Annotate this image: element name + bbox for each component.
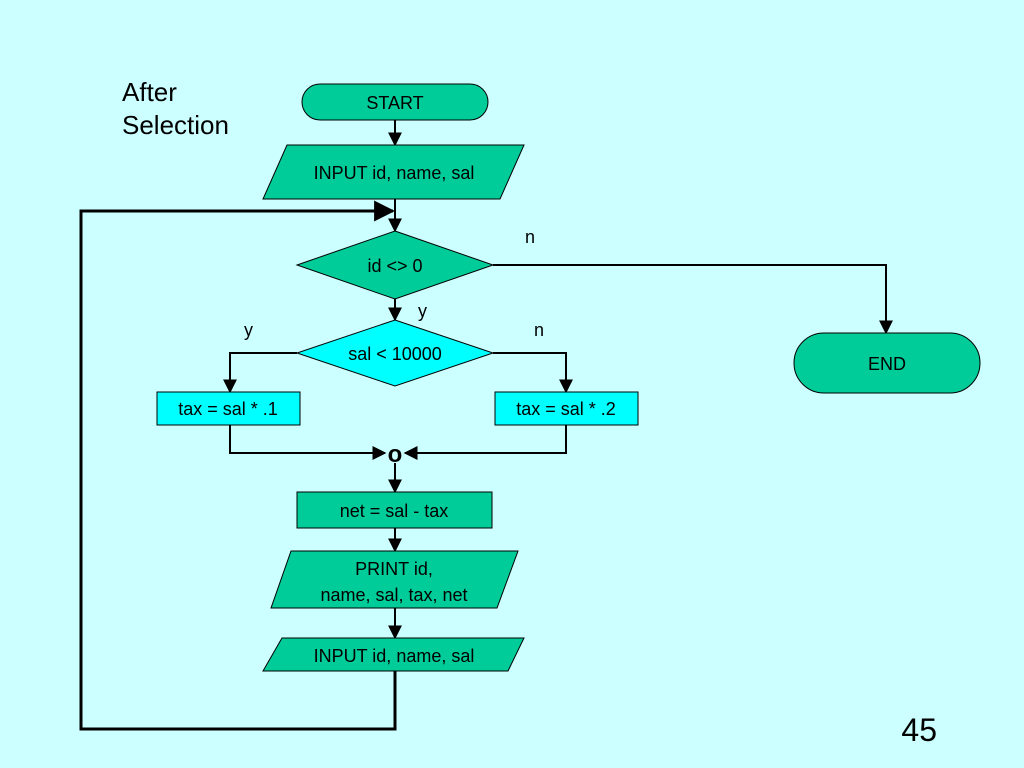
loop-back-line — [79, 200, 397, 731]
decision-sal-diamond: sal < 10000 — [295, 319, 495, 387]
net-process-box: net = sal - tax — [296, 491, 493, 529]
page-number: 45 — [901, 712, 937, 748]
arrow-no-to-end — [493, 264, 893, 335]
input-first-label: INPUT id, name, sal — [314, 163, 475, 183]
arrow-tax-low-to-connector — [229, 425, 387, 460]
net-label: net = sal - tax — [340, 501, 449, 521]
decision-id-no-label: n — [525, 227, 535, 247]
input-next-label: INPUT id, name, sal — [314, 646, 475, 666]
end-terminal: END — [793, 332, 981, 394]
start-terminal: START — [301, 83, 489, 121]
decision-sal-no-label: n — [534, 320, 544, 340]
arrow-tax-high-to-connector — [403, 425, 567, 460]
print-label-line-1: PRINT id, — [355, 559, 433, 579]
arrow-sal-yes-to-tax-low — [223, 352, 297, 394]
end-label: END — [868, 354, 906, 374]
input-next-parallelogram: INPUT id, name, sal — [262, 637, 525, 672]
input-first-parallelogram: INPUT id, name, sal — [262, 144, 525, 200]
decision-id-label: id <> 0 — [367, 256, 422, 276]
start-label: START — [366, 93, 423, 113]
print-parallelogram: PRINT id, name, sal, tax, net — [270, 550, 519, 609]
slide-title-line-2: Selection — [122, 110, 229, 140]
tax-high-label: tax = sal * .2 — [516, 399, 616, 419]
arrow-sal-no-to-tax-high — [493, 352, 573, 394]
decision-id-yes-label: y — [418, 301, 427, 321]
slide-title-line-1: After — [122, 77, 177, 107]
tax-low-label: tax = sal * .1 — [178, 399, 278, 419]
decision-id-diamond: id <> 0 — [295, 230, 495, 300]
decision-sal-label: sal < 10000 — [348, 344, 442, 364]
print-label-line-2: name, sal, tax, net — [320, 585, 467, 605]
tax-low-box: tax = sal * .1 — [156, 391, 301, 426]
decision-sal-yes-label: y — [244, 320, 253, 340]
tax-high-box: tax = sal * .2 — [494, 391, 639, 426]
merge-connector: o — [388, 441, 403, 468]
